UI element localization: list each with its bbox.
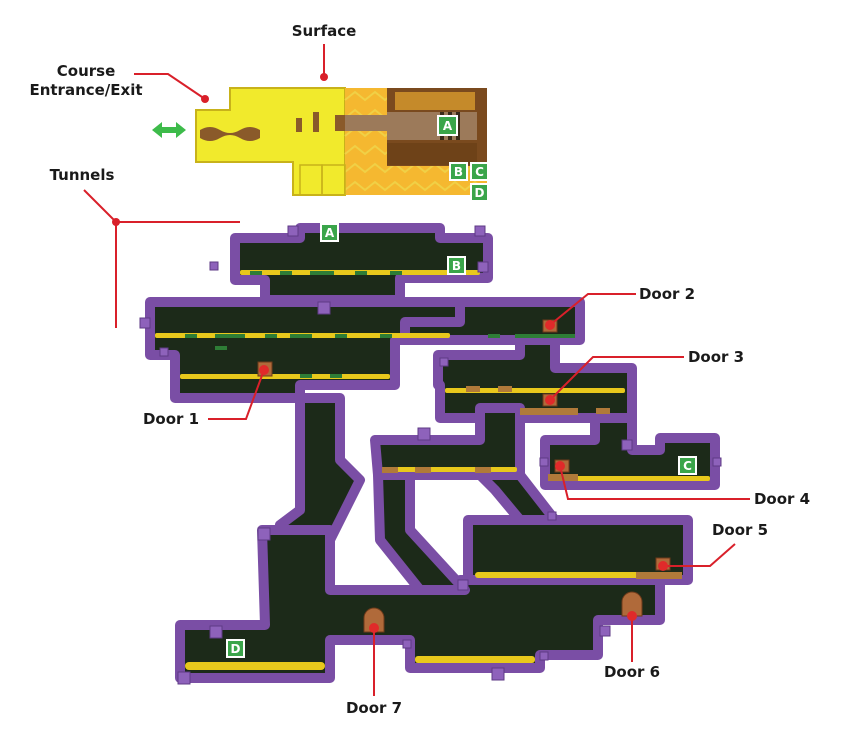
tunnel-marker-b: B <box>447 256 466 275</box>
border-studs <box>139 225 722 685</box>
entrance-label-line2: Entrance/Exit <box>29 81 142 99</box>
door-5-label: Door 5 <box>712 521 768 539</box>
sand-post-3 <box>335 115 345 131</box>
entrance-label-line1: Course <box>57 62 116 80</box>
dirt-bottom-layer <box>387 143 477 165</box>
tunnel-left-chamber <box>145 297 465 403</box>
sand-block-2 <box>321 164 346 196</box>
tunnels-label: Tunnels <box>50 166 115 184</box>
dirt-top-layer <box>395 92 475 110</box>
door-2-label: Door 2 <box>639 285 695 303</box>
svg-text:C: C <box>475 165 484 179</box>
dirt-tunnel <box>387 112 477 140</box>
tunnel-c-chamber <box>540 413 720 490</box>
svg-text:B: B <box>454 165 463 179</box>
sand-post-1 <box>296 118 302 132</box>
tunnel-diagonal <box>373 470 470 595</box>
door-3-label: Door 3 <box>688 348 744 366</box>
tunnel-marker-c: C <box>678 456 697 475</box>
sand-post-2 <box>313 112 319 132</box>
door-icon <box>363 607 385 633</box>
tunnel-top-chamber <box>230 223 493 305</box>
surface-marker-a: A <box>437 115 458 136</box>
surface-label: Surface <box>292 22 357 40</box>
surface-marker-d: D <box>470 183 489 202</box>
tunnel-door5-chamber <box>463 515 693 585</box>
platforms <box>185 271 682 579</box>
svg-text:A: A <box>443 119 453 133</box>
surface-tunnel <box>345 115 390 131</box>
svg-text:C: C <box>683 459 692 473</box>
surface-marker-b: B <box>449 162 468 181</box>
svg-text:B: B <box>452 259 461 273</box>
door-6-label: Door 6 <box>604 663 660 681</box>
callouts: Surface Course Entrance/Exit Tunnels Doo… <box>29 22 810 717</box>
surface-area <box>195 87 487 196</box>
tunnel-marker-a: A <box>320 223 339 242</box>
svg-text:D: D <box>475 186 485 200</box>
svg-text:D: D <box>231 642 241 656</box>
door-icon <box>621 591 643 617</box>
ground-strips <box>155 270 710 670</box>
tunnel-door5-connector <box>475 470 560 525</box>
door-1-label: Door 1 <box>143 410 199 428</box>
surface-marker-c: C <box>470 162 489 181</box>
tunnel-marker-d: D <box>226 639 245 658</box>
double-arrow-icon <box>152 122 186 138</box>
tunnel-right-upper <box>400 297 585 345</box>
svg-text:A: A <box>325 226 335 240</box>
door-4-label: Door 4 <box>754 490 810 508</box>
door-7-label: Door 7 <box>346 699 402 717</box>
sand-rock <box>200 127 260 141</box>
tunnel-door3-chamber <box>433 335 637 423</box>
